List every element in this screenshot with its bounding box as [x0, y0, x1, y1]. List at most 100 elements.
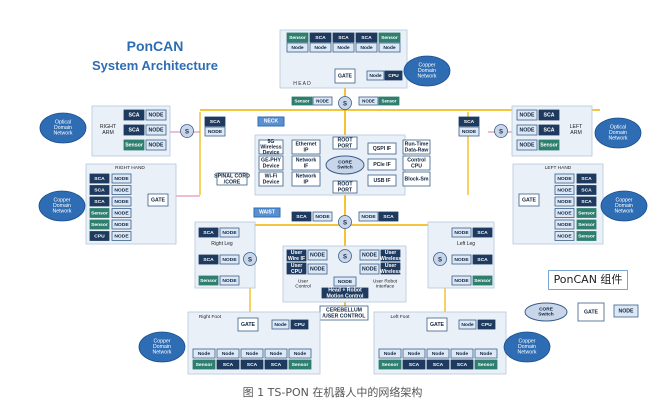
- waist-node-l: [312, 211, 333, 222]
- left-hand-label: LEFT HAND: [545, 165, 572, 171]
- head-cpu: [384, 70, 403, 81]
- user-switch-label: S: [343, 254, 347, 260]
- lhand-node-2: [554, 196, 575, 207]
- lfoot-bottom-4: [474, 359, 498, 370]
- rleg-sca-1: [198, 254, 219, 265]
- head-top-3: [355, 32, 378, 43]
- rhand-node-5-label: NODE: [114, 234, 129, 240]
- core-inner-right-1: [367, 158, 397, 171]
- lleg-sca-1: [472, 254, 493, 265]
- lleg-sensor: [472, 275, 493, 286]
- lhand-right-4-label: Sensor: [578, 222, 595, 228]
- neck-switch-label: S: [343, 101, 347, 107]
- larm-switch: [494, 124, 508, 138]
- rhand-left-5: [89, 231, 110, 241]
- rhand-left-2-label: SCA: [94, 199, 105, 205]
- lhand-node-4: [554, 219, 575, 230]
- lfoot-node-2-label: Node: [432, 351, 445, 357]
- head-top-4: [378, 32, 401, 43]
- lfoot-node-2: [426, 348, 450, 359]
- lfoot-bottom-4-label: Sensor: [478, 362, 495, 368]
- rhand-left-0: [89, 173, 110, 184]
- rfoot-node-1: [216, 348, 240, 359]
- larm-node-1-label: NODE: [520, 128, 536, 134]
- lhand-node-2-label: NODE: [557, 199, 572, 205]
- rfoot-node-0-label: Node: [198, 351, 211, 357]
- lfoot-node-0-label: Node: [384, 351, 397, 357]
- neck-sensor-r: [378, 96, 400, 106]
- user-node-center: [333, 276, 357, 287]
- core-left-1: [258, 155, 284, 171]
- rarm-sensor-label: Sensor: [125, 143, 143, 149]
- head-node-4-label: Node: [383, 45, 396, 51]
- core-inner-left-2: [291, 171, 321, 187]
- head-copper-domain: [403, 55, 451, 87]
- head-top-2-label: SCA: [338, 35, 349, 41]
- head-top-4-label: Sensor: [381, 35, 398, 41]
- user-wireless-r2: [380, 262, 401, 275]
- rhand-node-1-label: NODE: [114, 188, 129, 194]
- rhand-left-3: [89, 208, 110, 218]
- rhand-node-1: [111, 185, 132, 195]
- head-cpu-node-label: Node: [369, 73, 382, 79]
- rleg-node-1-label: NODE: [222, 257, 237, 263]
- core-root-top: [332, 136, 358, 150]
- head-top-2: [332, 32, 355, 43]
- waist-switch-label: S: [343, 220, 347, 226]
- lhand-node-0-label: NODE: [557, 176, 572, 182]
- rhand-node-4: [111, 219, 132, 230]
- lleg-sca-0: [472, 227, 493, 238]
- core-root-bottom: [332, 180, 358, 194]
- rhand-node-0: [111, 173, 132, 184]
- rfoot-bottom-4: [288, 359, 312, 370]
- core-right-1: [402, 155, 431, 171]
- neck-tag-label: NECK: [264, 119, 279, 125]
- rhand-node-5: [111, 231, 132, 241]
- rfoot-cpu-node-label: Node: [274, 322, 287, 328]
- rarm-sca-0: [123, 109, 145, 121]
- head-top-0-label: Sensor: [289, 35, 306, 41]
- head-node-4: [378, 42, 401, 53]
- lleg-node-2: [451, 275, 472, 286]
- rarm-sca-0-label: SCA: [129, 113, 140, 119]
- larm-switch-label: S: [499, 129, 503, 135]
- lhand-right-1: [576, 185, 597, 195]
- diagram-title: PonCAN: [126, 38, 184, 54]
- legend-node-label: NODE: [619, 309, 635, 315]
- rleg-sca-1-label: SCA: [203, 257, 214, 263]
- lfoot-cpu-node-label: Node: [461, 322, 474, 328]
- larm-link-sca: [458, 116, 480, 127]
- core-inner-left-0: [291, 139, 321, 155]
- right-foot-label: Right Foot: [199, 314, 222, 320]
- lhand-node-1: [554, 185, 575, 195]
- lfoot-bottom-2: [426, 359, 450, 370]
- rarm-node-1: [145, 124, 167, 136]
- rarm-node-0: [145, 109, 167, 121]
- lhand-right-2: [576, 196, 597, 207]
- neck-node-l: [312, 96, 333, 106]
- rhand-left-4-label: Sensor: [91, 222, 108, 228]
- lhand-right-4: [576, 219, 597, 230]
- larm-link-node-label: NODE: [462, 129, 477, 135]
- user-node-1: [307, 263, 328, 275]
- rarm-sca-1-label: SCA: [129, 128, 140, 134]
- lfoot-node-1: [402, 348, 426, 359]
- waist-switch: [338, 215, 352, 229]
- spinal-cord-tag-label: SPINAL CORD/CORE: [214, 174, 250, 186]
- lfoot-node-3-label: Node: [456, 351, 469, 357]
- rfoot-node-4-label: Node: [294, 351, 307, 357]
- lhand-copper-domain: [600, 190, 648, 222]
- lleg-node-1: [451, 254, 472, 265]
- rarm-node-2: [145, 139, 167, 151]
